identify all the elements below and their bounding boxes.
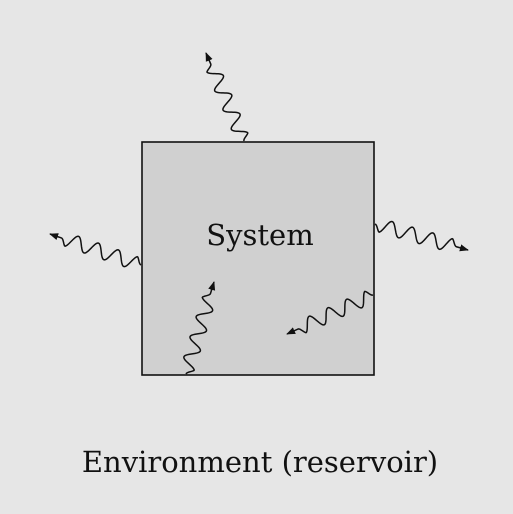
arrow-left-out	[49, 233, 142, 268]
environment-label: Environment (reservoir)	[82, 445, 438, 479]
system-box	[141, 141, 375, 376]
arrow-right-out	[374, 220, 469, 252]
arrow-bottom-inside	[183, 281, 216, 375]
wavy-arrows	[49, 52, 469, 375]
arrow-right-inside	[286, 290, 374, 335]
system-label: System	[206, 218, 313, 252]
arrow-top-out	[205, 52, 249, 142]
